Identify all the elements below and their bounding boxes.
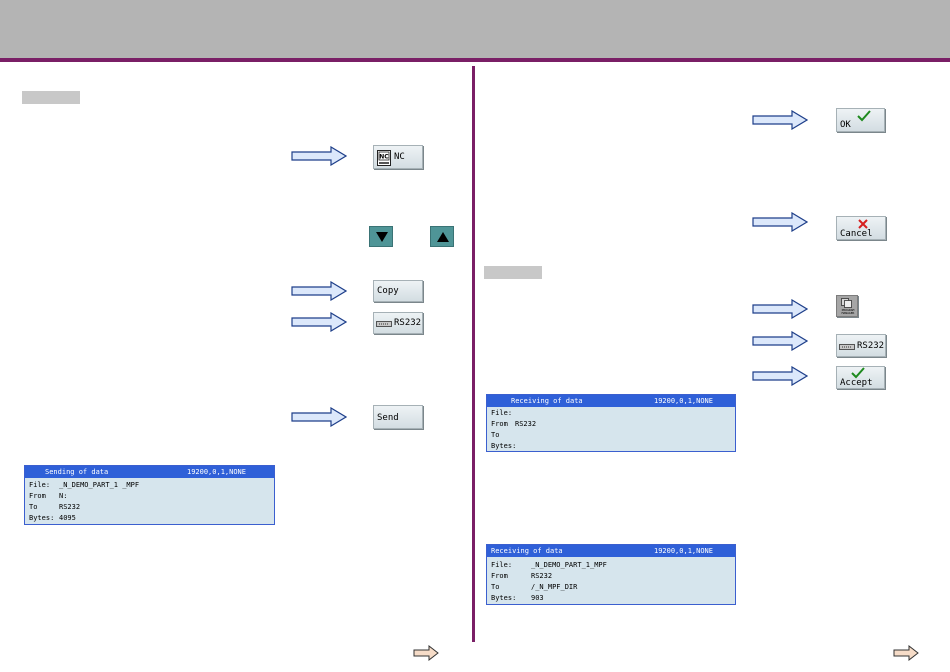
nc-softkey[interactable]: NC NC: [373, 145, 423, 169]
program-manager-icon: [841, 298, 852, 308]
receive-panel-settings: 19200,0,1,NONE: [653, 397, 713, 405]
receive-row-bytes: Bytes:: [491, 441, 739, 451]
row-key: File:: [29, 481, 51, 489]
nc-drive-icon: NC: [377, 150, 391, 166]
send-panel-title-bar: Sending of data 19200,0,1,NONE: [25, 466, 274, 478]
accept-softkey-label: Accept: [840, 378, 873, 388]
receive-row-bytes: Bytes: 903: [491, 593, 739, 603]
send-softkey[interactable]: Send: [373, 405, 423, 429]
receive-panel-title-bar: Receiving of data 19200,0,1,NONE: [487, 545, 735, 557]
rs232-connector-icon: [376, 321, 392, 327]
row-key: To: [491, 431, 500, 439]
copy-softkey[interactable]: Copy: [373, 280, 423, 302]
row-key: Bytes:: [29, 514, 55, 522]
send-row-file: File: _N_DEMO_PART_1 _MPF: [29, 480, 278, 490]
cancel-softkey[interactable]: Cancel: [836, 216, 886, 240]
receive-row-to: To: [491, 430, 739, 440]
check-icon: [851, 367, 865, 379]
right-arrow-icon: [291, 146, 347, 166]
receive-row-to: To /_N_MPF_DIR: [491, 582, 739, 592]
receive-status-panel-empty: Receiving of data 19200,0,1,NONE File: F…: [486, 394, 736, 452]
row-value: N:: [59, 492, 68, 500]
down-arrow-icon: [376, 232, 388, 242]
next-page-icon[interactable]: [413, 645, 439, 661]
send-status-panel: Sending of data 19200,0,1,NONE File: _N_D…: [24, 465, 275, 525]
cursor-down-key[interactable]: [369, 226, 393, 247]
row-value: RS232: [515, 420, 537, 428]
receive-panel-settings: 19200,0,1,NONE: [653, 547, 713, 555]
rs232-connector-icon: [839, 344, 855, 350]
up-arrow-icon: [437, 232, 449, 242]
receive-status-panel-complete: Receiving of data 19200,0,1,NONE File: _N…: [486, 544, 736, 605]
send-panel-title: Sending of data: [45, 468, 109, 476]
svg-text:NC: NC: [379, 154, 389, 161]
row-key: From: [491, 572, 508, 580]
section-tag-send: [22, 91, 80, 104]
right-arrow-icon: [752, 366, 808, 386]
column-divider: [472, 66, 475, 642]
receive-panel-title-bar: Receiving of data 19200,0,1,NONE: [487, 395, 735, 407]
nc-softkey-label: NC: [394, 152, 405, 162]
row-value: _N_DEMO_PART_1 _MPF: [59, 481, 140, 489]
row-key: Bytes:: [491, 594, 517, 602]
program-manager-softkey[interactable]: PROGRAM MANAGER: [836, 295, 858, 317]
row-value: 4095: [59, 514, 76, 522]
right-arrow-icon: [752, 212, 808, 232]
right-arrow-icon: [291, 407, 347, 427]
row-key: File:: [491, 409, 513, 417]
check-icon: [857, 110, 871, 122]
right-arrow-icon: [291, 312, 347, 332]
row-key: Bytes:: [491, 442, 517, 450]
rs232-softkey[interactable]: RS232: [373, 312, 423, 334]
rs232-receive-softkey-label: RS232: [857, 341, 885, 351]
cross-icon: [858, 219, 868, 229]
row-value: RS232: [59, 503, 81, 511]
header-rule: [0, 58, 950, 62]
next-page-icon[interactable]: [893, 645, 919, 661]
row-value: 903: [531, 594, 544, 602]
ok-softkey-label: OK: [840, 120, 851, 130]
row-key: From: [491, 420, 508, 428]
row-value: RS232: [531, 572, 553, 580]
receive-row-from: From RS232: [491, 571, 739, 581]
right-arrow-icon: [752, 299, 808, 319]
right-arrow-icon: [752, 110, 808, 130]
receive-row-from: From RS232: [491, 419, 739, 429]
right-arrow-icon: [752, 331, 808, 351]
copy-softkey-label: Copy: [377, 286, 399, 296]
ok-softkey[interactable]: OK: [836, 108, 885, 132]
section-tag-receive: [484, 266, 542, 279]
send-row-to: To RS232: [29, 502, 278, 512]
row-key: From: [29, 492, 46, 500]
receive-panel-title: Receiving of data: [511, 397, 583, 405]
header-band: [0, 0, 950, 58]
rs232-receive-softkey[interactable]: RS232: [836, 334, 886, 357]
receive-row-file: File: _N_DEMO_PART_1_MPF: [491, 560, 739, 570]
row-value: /_N_MPF_DIR: [531, 583, 578, 591]
right-arrow-icon: [291, 281, 347, 301]
send-panel-settings: 19200,0,1,NONE: [186, 468, 246, 476]
row-value: _N_DEMO_PART_1_MPF: [531, 561, 607, 569]
cursor-up-key[interactable]: [430, 226, 454, 247]
program-manager-label: PROGRAM MANAGER: [841, 308, 855, 315]
rs232-softkey-label: RS232: [394, 318, 422, 328]
send-softkey-label: Send: [377, 413, 399, 423]
row-key: To: [491, 583, 500, 591]
receive-panel-title: Receiving of data: [491, 547, 563, 555]
receive-row-file: File:: [491, 408, 739, 418]
send-row-from: From N:: [29, 491, 278, 501]
send-row-bytes: Bytes: 4095: [29, 513, 278, 523]
cancel-softkey-label: Cancel: [840, 229, 873, 239]
row-key: To: [29, 503, 38, 511]
accept-softkey[interactable]: Accept: [836, 366, 885, 389]
row-key: File:: [491, 561, 513, 569]
